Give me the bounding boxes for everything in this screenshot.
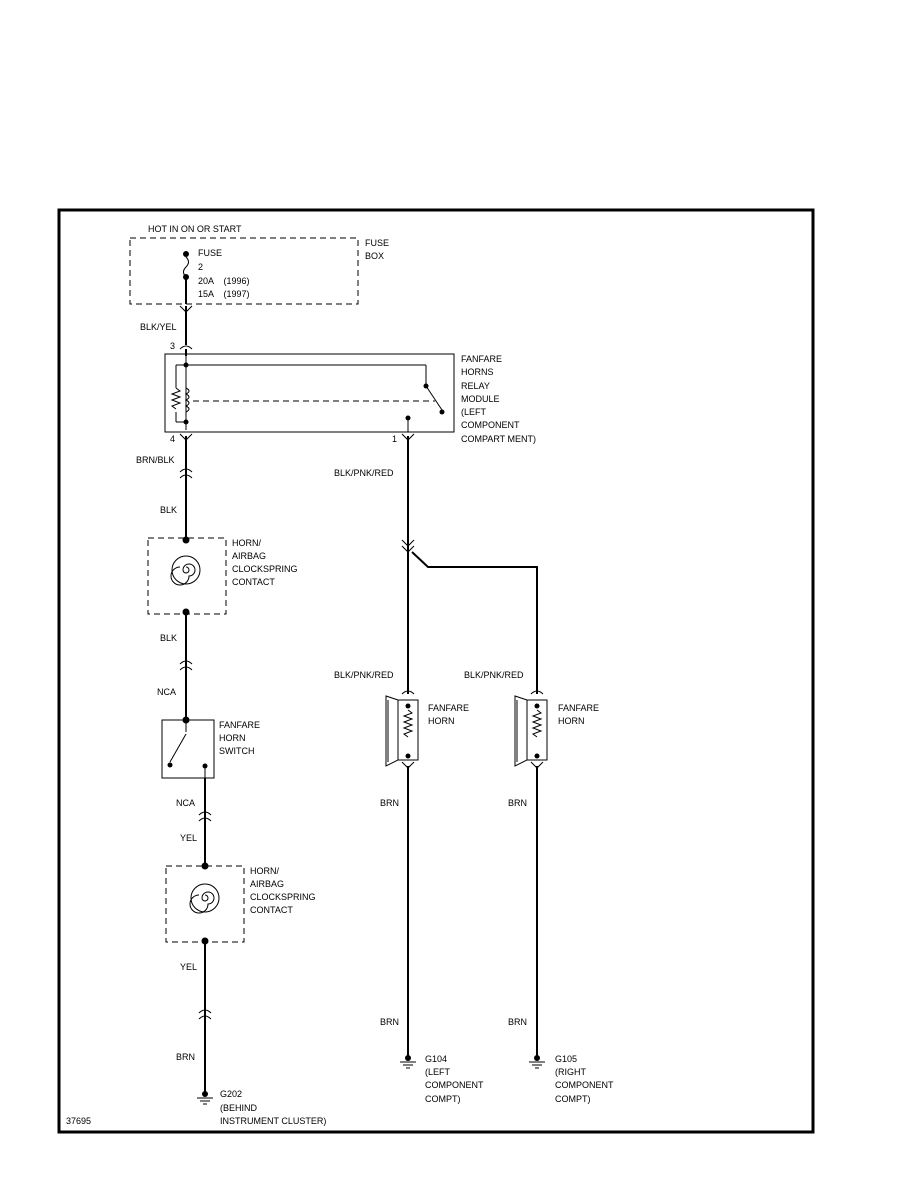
- relay-coil: [170, 356, 190, 430]
- wire-label-brn-blk: BRN/BLK: [136, 455, 175, 465]
- wire-label-yel: YEL: [180, 962, 197, 972]
- ground-g105-label-line: G105: [555, 1054, 577, 1064]
- connector-symbol: [179, 468, 193, 479]
- relay-switch: [186, 364, 445, 432]
- wire-label-brn: BRN: [508, 798, 527, 808]
- relay-label-line: COMPART MENT): [461, 434, 536, 444]
- relay-label: FANFARE HORNS RELAY MODULE (LEFT COMPONE…: [461, 354, 536, 444]
- ground-g104-label: G104 (LEFT COMPONENT COMPT): [425, 1054, 484, 1104]
- fanfare-horn-left-label-line: HORN: [428, 716, 455, 726]
- ground-g202-label: G202 (BEHIND INSTRUMENT CLUSTER): [220, 1089, 326, 1126]
- horn-switch-outline: [161, 719, 215, 779]
- ground-g104-label-line: COMPT): [425, 1094, 461, 1104]
- fanfare-horn-right-label: FANFARE HORN: [558, 703, 599, 726]
- connector-symbol: [179, 660, 193, 671]
- connector-symbol: [198, 1009, 212, 1020]
- fanfare-horn-left-label-line: FANFARE: [428, 703, 469, 713]
- wire-label-blk-pnk-red: BLK/PNK/RED: [464, 670, 524, 680]
- connector-symbol: [198, 811, 212, 822]
- horn-switch-label: FANFARE HORN SWITCH: [219, 720, 260, 756]
- wire-label-blk: BLK: [160, 633, 177, 643]
- fuse-label-line: 20A (1996): [198, 276, 250, 286]
- clockspring-top-label-line: CONTACT: [232, 577, 275, 587]
- clockspring-bottom-label: HORN/ AIRBAG CLOCKSPRING CONTACT: [250, 866, 316, 915]
- wire-label-brn: BRN: [176, 1052, 195, 1062]
- clockspring-top-label-line: CLOCKSPRING: [232, 564, 298, 574]
- horn-switch-symbol: [167, 716, 208, 778]
- fuse-label: FUSE 2 20A (1996) 15A (1997): [198, 248, 250, 299]
- relay-label-line: MODULE: [461, 394, 500, 404]
- ground-g104-symbol: [400, 1055, 416, 1069]
- ground-g104-label-line: G104: [425, 1054, 447, 1064]
- clockspring-top-symbol: [170, 536, 201, 616]
- wire-label-blk-pnk-red: BLK/PNK/RED: [334, 670, 394, 680]
- fanfare-horn-right-symbol: [514, 690, 548, 769]
- relay-label-line: COMPONENT: [461, 420, 520, 430]
- fuse-label-line: FUSE: [198, 248, 222, 258]
- wire-label-blk-pnk-red: BLK/PNK/RED: [334, 468, 394, 478]
- horn-switch-label-line: FANFARE: [219, 720, 260, 730]
- fuse-box-label: FUSE BOX: [365, 238, 389, 261]
- fuse-symbol: [183, 251, 189, 304]
- ground-g105-label-line: (RIGHT: [555, 1067, 586, 1077]
- relay-label-line: FANFARE: [461, 354, 502, 364]
- ground-g104-label-line: COMPONENT: [425, 1080, 484, 1090]
- clockspring-top-label: HORN/ AIRBAG CLOCKSPRING CONTACT: [232, 538, 298, 587]
- wire-branch-right: [411, 551, 538, 694]
- fanfare-horn-left-label: FANFARE HORN: [428, 703, 469, 726]
- diagram-frame: [57, 208, 815, 1134]
- wire-label-yel: YEL: [180, 833, 197, 843]
- clockspring-bottom-label-line: CONTACT: [250, 905, 293, 915]
- horn-switch-label-line: SWITCH: [219, 746, 255, 756]
- clockspring-bottom-label-line: HORN/: [250, 866, 279, 876]
- figure-id: 37695: [66, 1116, 91, 1126]
- pin-3-label: 3: [170, 341, 175, 351]
- ground-g105-label: G105 (RIGHT COMPONENT COMPT): [555, 1054, 614, 1104]
- ground-g202-symbol: [197, 1091, 213, 1105]
- ground-g104-label-line: (LEFT: [425, 1067, 451, 1077]
- wire-label-nca: NCA: [176, 798, 195, 808]
- fuse-label-line: 2: [198, 262, 203, 272]
- ground-g105-label-line: COMPONENT: [555, 1080, 614, 1090]
- connector-symbol: [179, 345, 193, 350]
- relay-label-line: RELAY: [461, 381, 490, 391]
- clockspring-bottom-symbol: [189, 862, 220, 945]
- relay-label-line: HORNS: [461, 367, 494, 377]
- fanfare-horn-right-label-line: HORN: [558, 716, 585, 726]
- wire-label-brn: BRN: [380, 798, 399, 808]
- fanfare-horn-right-label-line: FANFARE: [558, 703, 599, 713]
- fuse-box-outline: [129, 237, 359, 305]
- ground-g105-label-line: COMPT): [555, 1094, 591, 1104]
- relay-label-line: (LEFT: [461, 407, 487, 417]
- wire-label-blk-yel: BLK/YEL: [140, 322, 177, 332]
- clockspring-bottom-label-line: AIRBAG: [250, 879, 284, 889]
- wire-label-blk: BLK: [160, 505, 177, 515]
- pin-4-label: 4: [170, 434, 175, 444]
- wire-label-brn: BRN: [380, 1017, 399, 1027]
- ground-g202-label-line: INSTRUMENT CLUSTER): [220, 1116, 326, 1126]
- pin-1-label: 1: [392, 434, 397, 444]
- splice-connector: [401, 539, 415, 553]
- ground-g105-symbol: [529, 1055, 545, 1069]
- clockspring-top-label-line: HORN/: [232, 538, 261, 548]
- wire-label-nca: NCA: [157, 687, 176, 697]
- ground-g202-label-line: (BEHIND: [220, 1103, 258, 1113]
- hot-label: HOT IN ON OR START: [148, 224, 242, 234]
- ground-g202-label-line: G202: [220, 1089, 242, 1099]
- wire-label-brn: BRN: [508, 1017, 527, 1027]
- clockspring-top-outline: [147, 537, 227, 615]
- clockspring-top-label-line: AIRBAG: [232, 551, 266, 561]
- horn-switch-label-line: HORN: [219, 733, 246, 743]
- fuse-box-label-line: BOX: [365, 251, 384, 261]
- fuse-box-label-line: FUSE: [365, 238, 389, 248]
- clockspring-bottom-label-line: CLOCKSPRING: [250, 892, 316, 902]
- fuse-label-line: 15A (1997): [198, 289, 250, 299]
- clockspring-bottom-outline: [165, 865, 245, 943]
- fanfare-horn-left-symbol: [385, 690, 419, 769]
- relay-module-outline: [164, 353, 455, 433]
